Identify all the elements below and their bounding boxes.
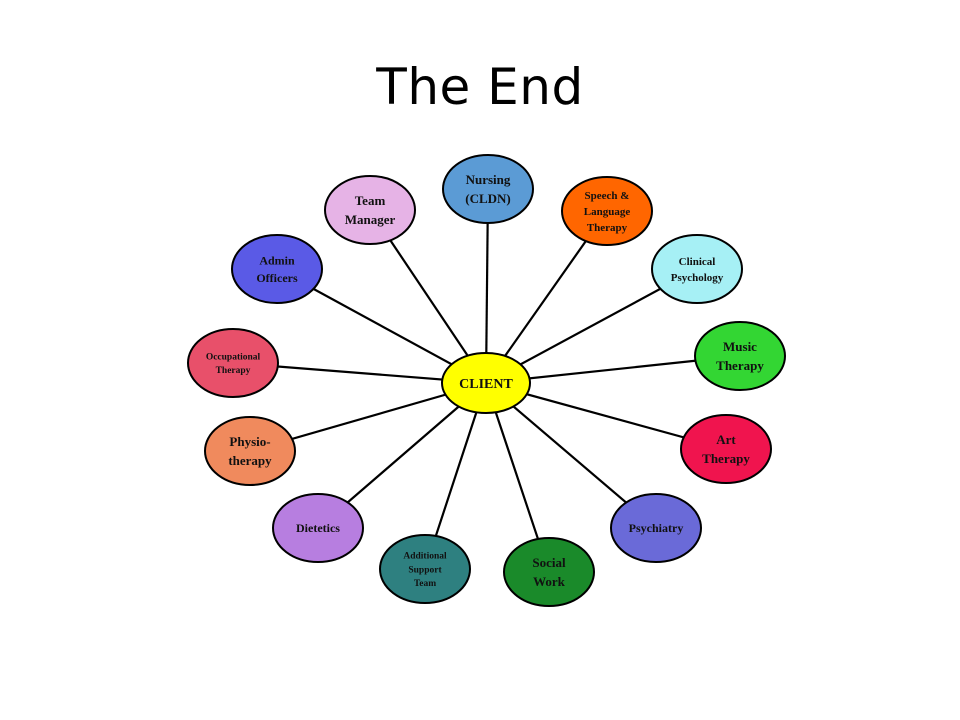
- node-dietetics: Dietetics: [272, 493, 364, 563]
- node-nursing: Nursing (CLDN): [442, 154, 534, 224]
- node-dietetics-ellipse: [272, 493, 364, 563]
- node-speech-language-therapy-label-line: Therapy: [587, 222, 628, 234]
- node-music-therapy-label-line: Music: [723, 339, 757, 354]
- client-hub: CLIENT: [441, 352, 531, 414]
- node-additional-support-team-label-line: Additional: [403, 552, 447, 562]
- node-clinical-psychology-ellipse: [651, 234, 743, 304]
- node-clinical-psychology-label-line: Clinical: [679, 256, 716, 268]
- node-music-therapy-label-line: Therapy: [716, 358, 764, 373]
- node-psychiatry: Psychiatry: [610, 493, 702, 563]
- node-speech-language-therapy-label-line: Language: [584, 206, 631, 218]
- node-psychiatry-label-line: Psychiatry: [629, 521, 684, 535]
- node-speech-language-therapy-label-line: Speech &: [585, 190, 630, 202]
- node-occupational-therapy-ellipse: [187, 328, 279, 398]
- node-physiotherapy-label-line: therapy: [228, 453, 272, 468]
- node-team-manager-label-line: Manager: [345, 212, 396, 227]
- node-social-work-ellipse: [503, 537, 595, 607]
- node-team-manager-ellipse: [324, 175, 416, 245]
- node-additional-support-team-label-line: Support: [408, 565, 442, 575]
- node-nursing-label-line: Nursing: [466, 172, 511, 187]
- node-occupational-therapy-label-line: Therapy: [216, 366, 251, 376]
- node-music-therapy-ellipse: [694, 321, 786, 391]
- node-admin-officers-label-line: Admin: [259, 254, 295, 268]
- client-label-line: CLIENT: [459, 377, 513, 392]
- node-dietetics-label-line: Dietetics: [296, 521, 340, 535]
- node-additional-support-team-ellipse: [379, 534, 471, 604]
- node-art-therapy-label-line: Therapy: [702, 451, 750, 466]
- node-social-work-label-line: Social: [532, 555, 566, 570]
- node-occupational-therapy-label-line: Occupational: [206, 352, 261, 362]
- node-art-therapy-ellipse: [680, 414, 772, 484]
- node-speech-language-therapy-ellipse: [561, 176, 653, 246]
- node-physiotherapy: Physio-therapy: [204, 416, 296, 486]
- node-nursing-ellipse: [442, 154, 534, 224]
- node-social-work-label-line: Work: [533, 574, 566, 589]
- node-nursing-label-line: (CLDN): [465, 191, 511, 206]
- page-title: The End: [376, 58, 584, 116]
- node-physiotherapy-label-line: Physio-: [229, 434, 270, 449]
- node-psychiatry-ellipse: [610, 493, 702, 563]
- discipline-nodes: Nursing(CLDN)Speech &LanguageTherapyClin…: [187, 154, 786, 607]
- node-team-manager-label-line: Team: [355, 193, 386, 208]
- node-art-therapy-label-line: Art: [716, 432, 736, 447]
- node-physiotherapy-ellipse: [204, 416, 296, 486]
- node-admin-officers-label-line: Officers: [256, 271, 298, 285]
- node-additional-support-team-label-line: Team: [414, 579, 436, 589]
- client-ellipse: [441, 352, 531, 414]
- node-admin-officers-ellipse: [231, 234, 323, 304]
- node-clinical-psychology-label-line: Psychology: [671, 272, 724, 284]
